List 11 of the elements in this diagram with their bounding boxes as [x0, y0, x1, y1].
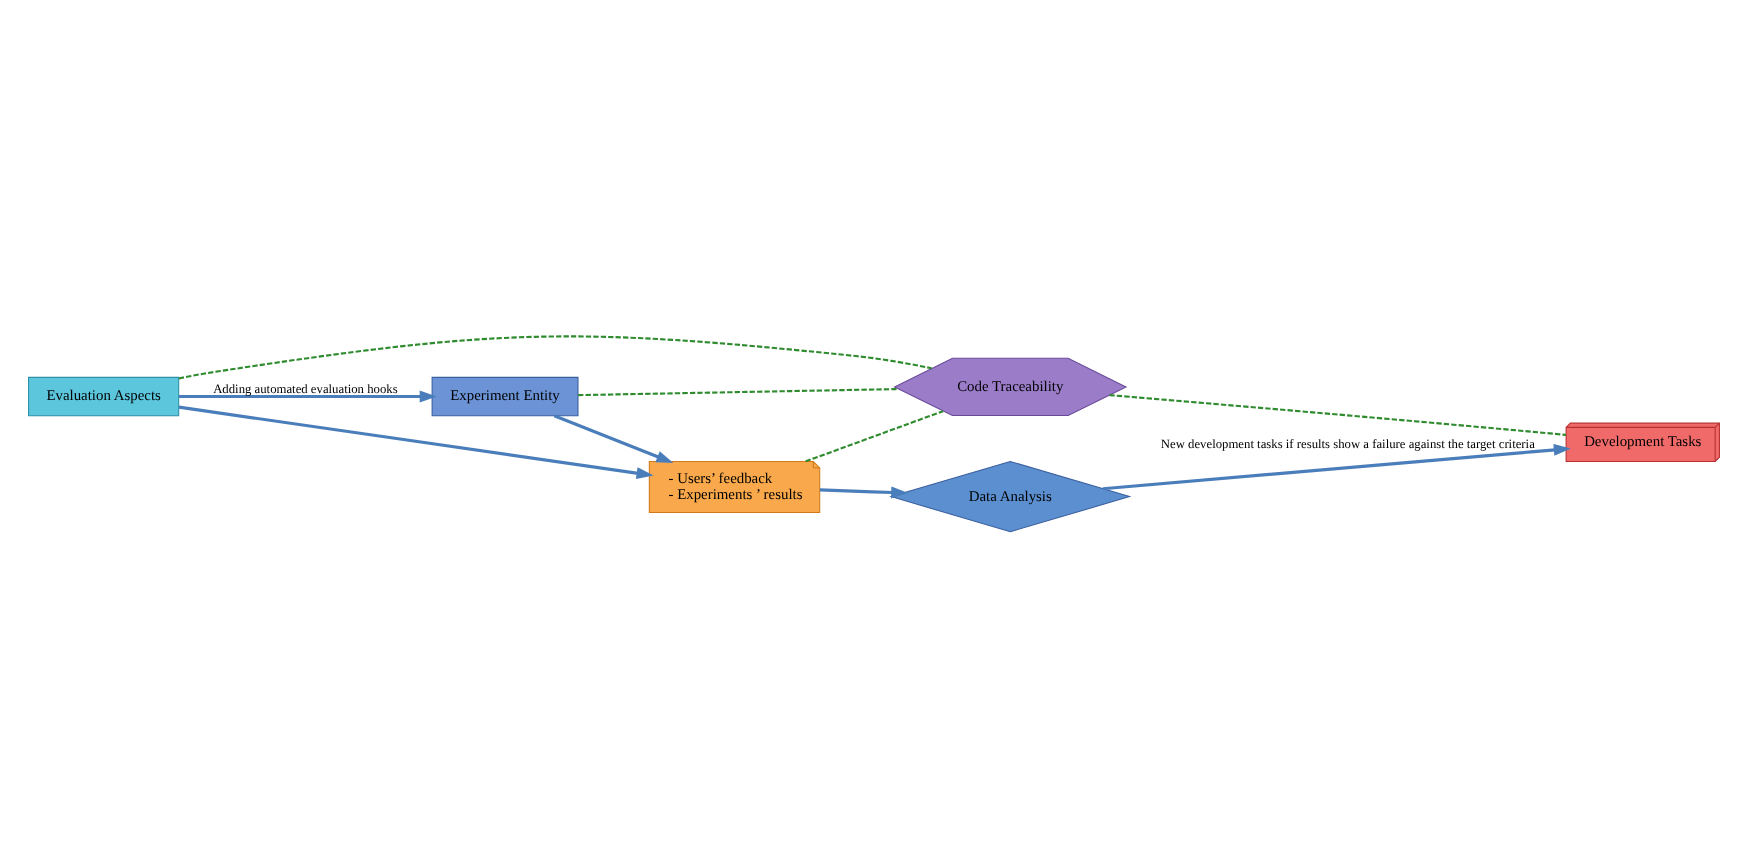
node-box: Experiment Entity: [431, 375, 579, 416]
connector: [178, 334, 932, 379]
connector: [1109, 393, 1567, 435]
arrow: [553, 413, 674, 463]
connector: [578, 386, 899, 396]
node-box: Evaluation Aspects: [28, 375, 180, 416]
arrow: [1102, 442, 1571, 490]
connector: [805, 409, 944, 462]
arrow: [178, 404, 654, 478]
arrow: [178, 389, 437, 402]
arrow: [819, 485, 909, 498]
